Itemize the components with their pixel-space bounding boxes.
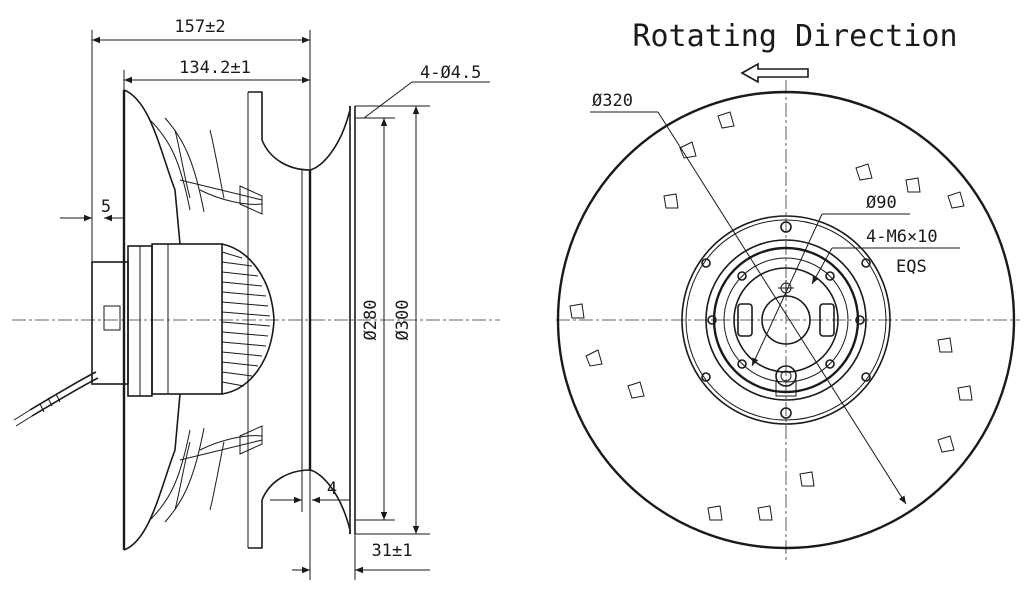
power-cable [13, 371, 99, 427]
dim-overall-length: 157±2 [174, 17, 225, 37]
blade-tabs [569, 111, 973, 521]
cable-gland [775, 365, 797, 387]
side-view: 157±2 134.2±1 4-Ø4.5 5 Ø280 Ø300 [12, 17, 500, 580]
dim-hub-diameter: Ø90 [866, 193, 897, 213]
inlet-ring [301, 106, 356, 534]
dim-flange-diameter: Ø300 [393, 300, 413, 341]
dim-hub-thread: 4-M6×10 [866, 227, 938, 247]
front-dimensions: Ø320 Ø90 4-M6×10 EQS [590, 91, 960, 505]
dim-inlet-diameter: Ø280 [361, 300, 381, 341]
dim-motor-offset: 5 [101, 197, 111, 217]
hub-flange-ring [681, 215, 891, 425]
label-mount-holes: 4-Ø4.5 [420, 63, 481, 83]
hub-assembly [681, 215, 891, 425]
outer-disk [556, 90, 1016, 550]
rotation-arrow-icon [740, 62, 809, 84]
impeller-body [122, 89, 311, 551]
dim-flange-depth: 31±1 [372, 541, 413, 561]
dim-hub-thread-note: EQS [896, 257, 927, 277]
dim-impeller-length: 134.2±1 [179, 58, 251, 78]
front-view: Rotating Direction [556, 19, 1020, 560]
dim-ring-thickness: 4 [327, 479, 337, 499]
rotating-direction-title: Rotating Direction [632, 19, 957, 54]
side-dimensions: 157±2 134.2±1 4-Ø4.5 5 Ø280 Ø300 [60, 17, 490, 580]
motor-housing [91, 243, 275, 397]
dim-outer-diameter: Ø320 [592, 91, 633, 111]
